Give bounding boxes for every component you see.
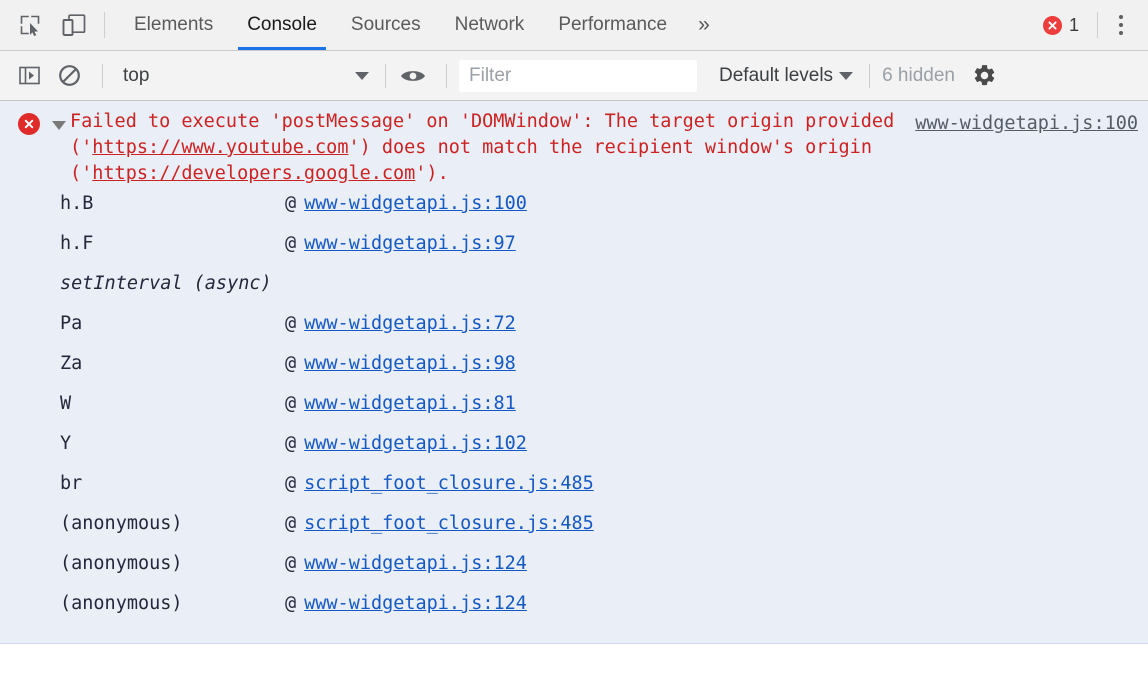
stack-frame-at: @ [285,473,297,494]
devtools-tabs: Elements Console Sources Network Perform… [117,0,724,50]
tabbar-right-divider [1097,12,1098,38]
stack-frame-at: @ [285,353,297,374]
message-source-link[interactable]: www-widgetapi.js:100 [915,113,1138,134]
hidden-messages-label: 6 hidden [882,64,955,86]
toolbar-divider-3 [446,63,447,88]
filter-placeholder: Filter [469,64,512,86]
stack-frame-at: @ [285,233,297,254]
stack-frame-function: Za [60,353,83,374]
hidden-messages-count: 6 hidden [880,65,955,87]
more-tabs-icon: » [698,13,710,36]
execution-context-value: top [123,64,150,86]
device-toolbar-icon[interactable] [58,9,90,41]
stack-frame: (anonymous) @ www-widgetapi.js:124 [0,553,1148,593]
error-circle-icon-message [18,113,40,135]
console-message-header: Failed to execute 'postMessage' on 'DOMW… [0,101,1148,187]
gear-icon[interactable] [967,59,1003,93]
tab-console-label: Console [247,14,317,35]
console-message-error[interactable]: Failed to execute 'postMessage' on 'DOMW… [0,101,1148,644]
console-sidebar-icon[interactable] [12,59,46,93]
stack-frame-at: @ [285,513,297,534]
stack-frame-at: @ [285,313,297,334]
console-message-text: Failed to execute 'postMessage' on 'DOMW… [70,109,1138,187]
message-text-part3: '). [415,163,449,184]
stack-frame-link[interactable]: www-widgetapi.js:102 [304,433,527,454]
stack-frame-at: @ [285,433,297,454]
tab-performance[interactable]: Performance [541,0,684,50]
stack-frame-async-label: setInterval (async) [60,273,272,294]
stack-frame-function: br [60,473,83,494]
stack-frame: h.F @ www-widgetapi.js:97 [0,233,1148,273]
tab-network[interactable]: Network [438,0,542,50]
message-url-youtube[interactable]: https://www.youtube.com [92,137,349,158]
stack-frame-link[interactable]: www-widgetapi.js:100 [304,193,527,214]
message-url-developers[interactable]: https://developers.google.com [92,163,416,184]
stack-frame-function: h.B [60,193,94,214]
stack-frame-function: (anonymous) [60,593,183,614]
stack-frame: Za @ www-widgetapi.js:98 [0,353,1148,393]
tab-elements-label: Elements [134,14,214,35]
stack-frame-link[interactable]: www-widgetapi.js:124 [304,553,527,574]
toolbar-divider-2 [385,63,386,88]
tab-performance-label: Performance [558,14,668,35]
stack-frame-link[interactable]: www-widgetapi.js:97 [304,233,516,254]
log-levels-label: Default levels [719,64,834,86]
more-tabs-button[interactable]: » [684,0,724,50]
execution-context-select[interactable]: top [113,59,375,93]
tab-elements[interactable]: Elements [117,0,230,50]
console-stack-trace: h.B @ www-widgetapi.js:100 h.F @ www-wid… [0,187,1148,643]
kebab-menu-icon[interactable] [1106,8,1136,42]
toolbar-divider-1 [102,63,103,88]
toolbar-divider-4 [869,63,871,88]
stack-frame-link[interactable]: script_foot_closure.js:485 [304,513,594,534]
tab-sources-label: Sources [350,14,421,35]
stack-frame-function: h.F [60,233,94,254]
stack-frame: W @ www-widgetapi.js:81 [0,393,1148,433]
tab-sources[interactable]: Sources [334,0,438,50]
stack-frame-function: (anonymous) [60,553,183,574]
clear-console-icon[interactable] [52,59,86,93]
eye-icon[interactable] [396,59,430,93]
chevron-down-icon [355,71,369,80]
error-circle-icon [1042,15,1062,35]
chevron-down-icon-levels [839,71,854,80]
console-body: Failed to execute 'postMessage' on 'DOMW… [0,101,1148,646]
stack-frame-function: Pa [60,313,83,334]
tabbar-left-icons [0,0,90,50]
log-levels-select[interactable]: Default levels [713,59,859,93]
stack-frame-link[interactable]: www-widgetapi.js:98 [304,353,516,374]
error-count-badge[interactable]: 1 [1033,15,1089,36]
inspect-element-icon[interactable] [14,9,46,41]
console-toolbar: top Filter Default levels 6 hidden [0,51,1148,101]
stack-frame-async: setInterval (async) [0,273,1148,313]
stack-frame-link[interactable]: www-widgetapi.js:124 [304,593,527,614]
stack-frame: h.B @ www-widgetapi.js:100 [0,193,1148,233]
stack-frame-function: W [60,393,72,414]
stack-frame: Y @ www-widgetapi.js:102 [0,433,1148,473]
stack-frame: (anonymous) @ www-widgetapi.js:124 [0,593,1148,633]
stack-frame-at: @ [285,593,297,614]
message-text-part2: ') does not match the recipient window's… [70,137,884,184]
tabbar-right-area: 1 [1033,0,1148,50]
stack-frame: Pa @ www-widgetapi.js:72 [0,313,1148,353]
stack-frame-link[interactable]: www-widgetapi.js:72 [304,313,516,334]
stack-frame-link[interactable]: www-widgetapi.js:81 [304,393,516,414]
stack-frame-at: @ [285,193,297,214]
stack-frame-at: @ [285,553,297,574]
error-count-label: 1 [1068,14,1079,35]
tab-network-label: Network [454,14,525,35]
devtools-tabbar: Elements Console Sources Network Perform… [0,0,1148,51]
stack-frame-link[interactable]: script_foot_closure.js:485 [304,473,594,494]
filter-input[interactable]: Filter [459,59,697,92]
console-prompt[interactable]: › [0,644,1148,646]
stack-frame-function: (anonymous) [60,513,183,534]
tabbar-divider [104,12,105,38]
stack-frame: br @ script_foot_closure.js:485 [0,473,1148,513]
stack-frame: (anonymous) @ script_foot_closure.js:485 [0,513,1148,553]
message-text-part1: Failed to execute 'postMessage' on 'DOMW… [70,111,906,158]
tab-console[interactable]: Console [230,0,334,50]
stack-frame-function: Y [60,433,72,454]
stack-frame-at: @ [285,393,297,414]
expand-triangle-icon[interactable] [52,121,66,130]
